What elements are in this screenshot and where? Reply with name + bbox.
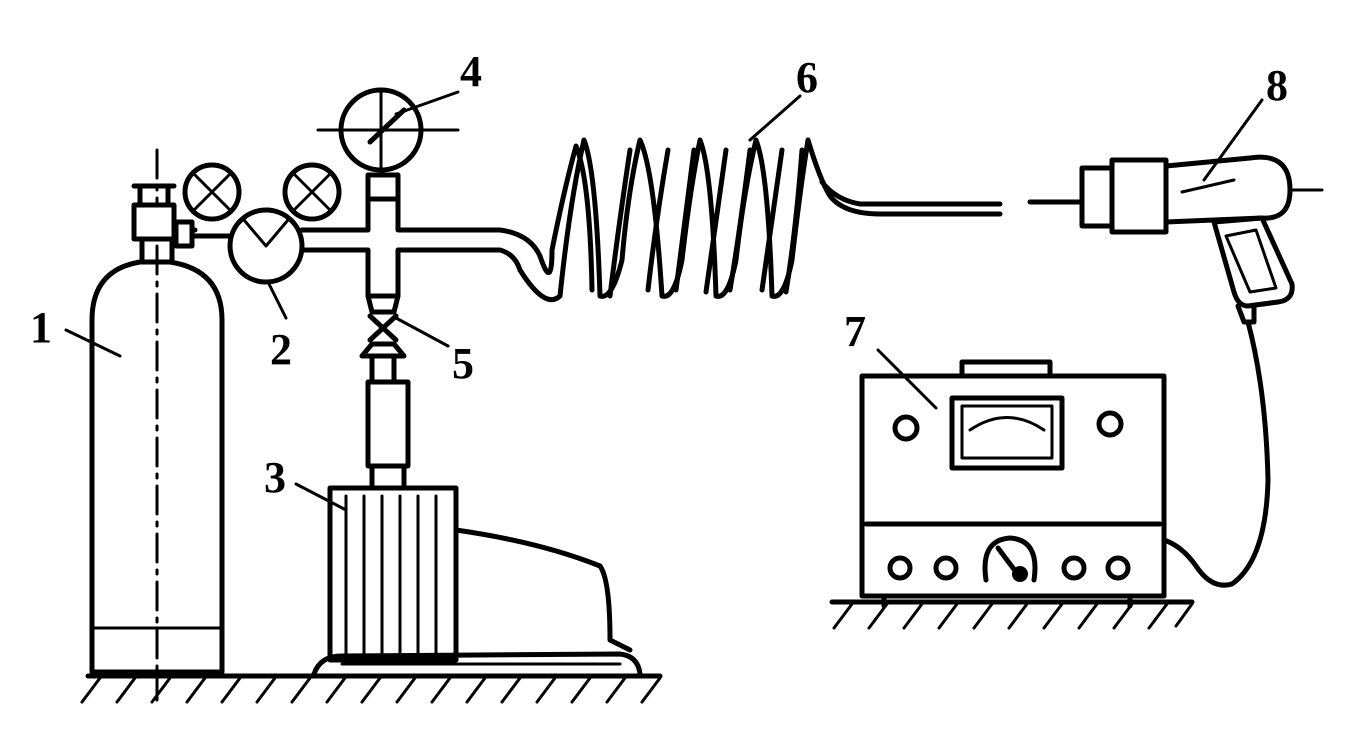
spray-gun [1027, 154, 1324, 325]
ground-left [80, 673, 663, 704]
power-cable [1161, 319, 1271, 588]
label-2: 2 [270, 325, 292, 374]
label-6: 6 [796, 53, 818, 102]
water-tank [311, 485, 643, 677]
pressure-gauge [316, 87, 460, 173]
gas-cylinder [89, 148, 225, 702]
pipe-manifold [299, 148, 543, 299]
valve [359, 293, 450, 359]
pressure-reducer [182, 162, 342, 285]
label-7: 7 [844, 307, 866, 356]
label-5: 5 [452, 339, 474, 388]
coiled-tube [517, 137, 1003, 303]
label-3: 3 [264, 453, 286, 502]
control-unit [859, 359, 1167, 609]
label-4: 4 [460, 47, 482, 96]
filter-column [365, 353, 411, 491]
label-1: 1 [30, 303, 52, 352]
label-8: 8 [1266, 61, 1288, 110]
leader-lines [64, 94, 1264, 512]
